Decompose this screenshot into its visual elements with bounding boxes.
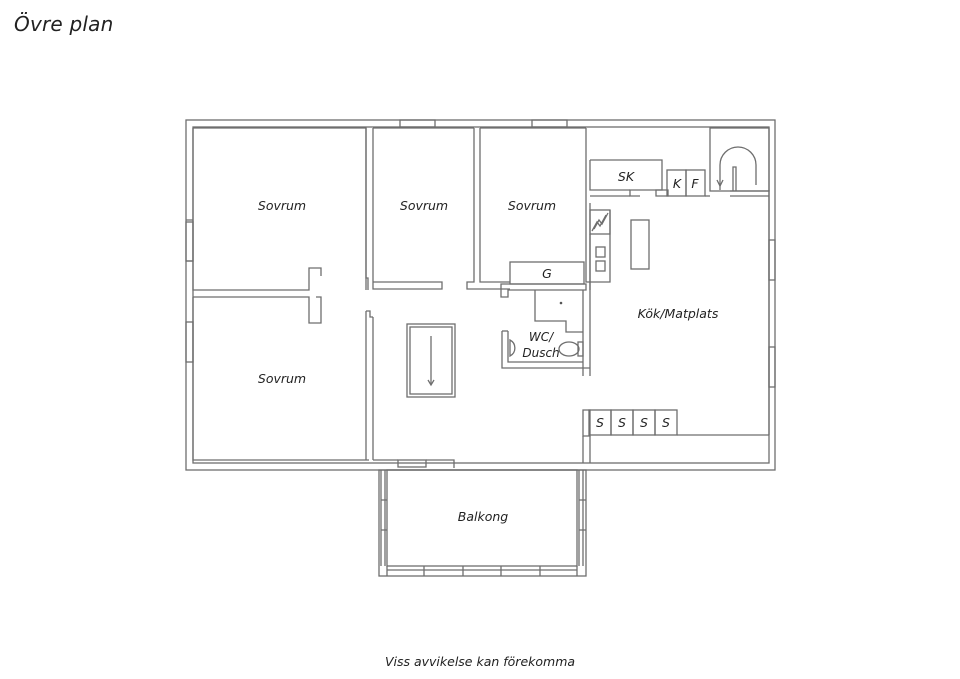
label-kok: Kök/Matplats bbox=[638, 306, 719, 321]
label-wc: WC/ bbox=[529, 330, 555, 344]
label-f: F bbox=[691, 176, 699, 191]
label-s-1: S bbox=[596, 415, 604, 430]
label-sovrum-3: Sovrum bbox=[508, 198, 556, 213]
label-g: G bbox=[542, 266, 552, 281]
label-sovrum-2: Sovrum bbox=[400, 198, 448, 213]
label-s-3: S bbox=[640, 415, 648, 430]
label-s-4: S bbox=[662, 415, 670, 430]
wc-dusch: WC/ Dusch bbox=[501, 290, 590, 369]
disclaimer-text: Viss avvikelse kan förekomma bbox=[384, 654, 576, 669]
balcony: Balkong bbox=[378, 469, 587, 577]
label-sovrum-1: Sovrum bbox=[258, 198, 306, 213]
label-k: K bbox=[673, 176, 683, 191]
storage-g: G bbox=[500, 261, 587, 298]
label-sovrum-4: Sovrum bbox=[258, 371, 306, 386]
bedroom-top-left bbox=[185, 119, 436, 291]
label-sk: SK bbox=[618, 169, 636, 184]
label-s-2: S bbox=[618, 415, 626, 430]
label-dusch: Dusch bbox=[522, 346, 559, 360]
bedroom-bottom-left bbox=[185, 296, 369, 461]
plan-title: Övre plan bbox=[14, 12, 114, 36]
stairwell bbox=[406, 323, 456, 398]
label-balkong: Balkong bbox=[458, 509, 509, 524]
interior-walls bbox=[365, 119, 591, 468]
kitchen: SK K F Kök/Matplats S S S S bbox=[582, 127, 776, 463]
